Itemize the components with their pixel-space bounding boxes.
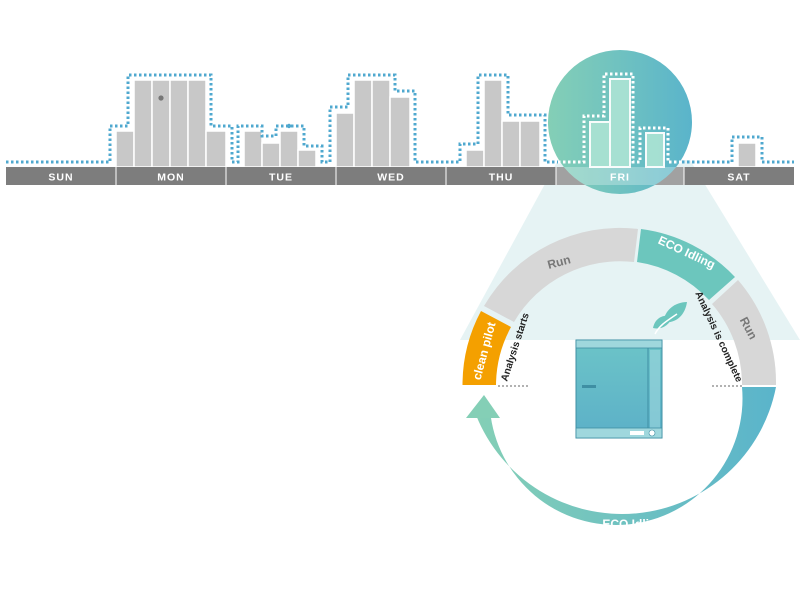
peak-dot <box>158 95 164 101</box>
friday-bar <box>609 78 631 168</box>
weekly-usage-bars <box>115 79 757 168</box>
usage-bar <box>243 130 263 168</box>
day-label-wed: WED <box>377 172 405 184</box>
peak-dot <box>286 123 292 129</box>
usage-bar <box>205 130 227 168</box>
clean-pilot-segment <box>462 311 511 385</box>
usage-bar <box>279 130 299 168</box>
usage-bar <box>187 79 207 168</box>
usage-bar <box>335 112 355 168</box>
usage-bar <box>261 142 281 168</box>
usage-bar <box>371 79 391 168</box>
analyzer-instrument-icon <box>575 339 663 439</box>
eco-idling-segment-top <box>637 229 735 300</box>
run-label-top: Run <box>546 252 572 272</box>
usage-envelope-dotted <box>6 73 794 164</box>
run-segment-right <box>712 280 777 385</box>
usage-bar <box>519 120 541 168</box>
usage-bar <box>465 149 485 168</box>
usage-bar <box>353 79 373 168</box>
day-label-sun: SUN <box>48 172 73 184</box>
usage-bar <box>169 79 189 168</box>
usage-bar <box>297 149 317 168</box>
cycle-arrow-head <box>466 395 500 418</box>
eco-idling-segment-bottom <box>476 387 776 525</box>
usage-bar <box>151 79 171 168</box>
friday-day-box <box>556 167 684 185</box>
day-label-thu: THU <box>489 172 514 184</box>
friday-envelope-dotted <box>558 72 684 164</box>
friday-magnifier: FRI <box>548 50 692 194</box>
run-segment-top <box>484 227 638 322</box>
usage-bar <box>115 130 135 168</box>
day-label-fri: FRI <box>610 172 630 184</box>
usage-bar <box>389 96 411 168</box>
day-label-sat: SAT <box>727 172 750 184</box>
friday-bar <box>645 132 665 168</box>
day-label-tue: TUE <box>269 172 293 184</box>
eco-idling-label-bottom: ECO Idling <box>602 517 663 531</box>
friday-bar <box>589 121 611 168</box>
day-label-mon: MON <box>157 172 185 184</box>
leaf-icon <box>653 302 687 335</box>
usage-bar <box>737 142 757 168</box>
usage-bar <box>501 120 521 168</box>
usage-bar <box>133 79 153 168</box>
usage-bar <box>483 79 503 168</box>
